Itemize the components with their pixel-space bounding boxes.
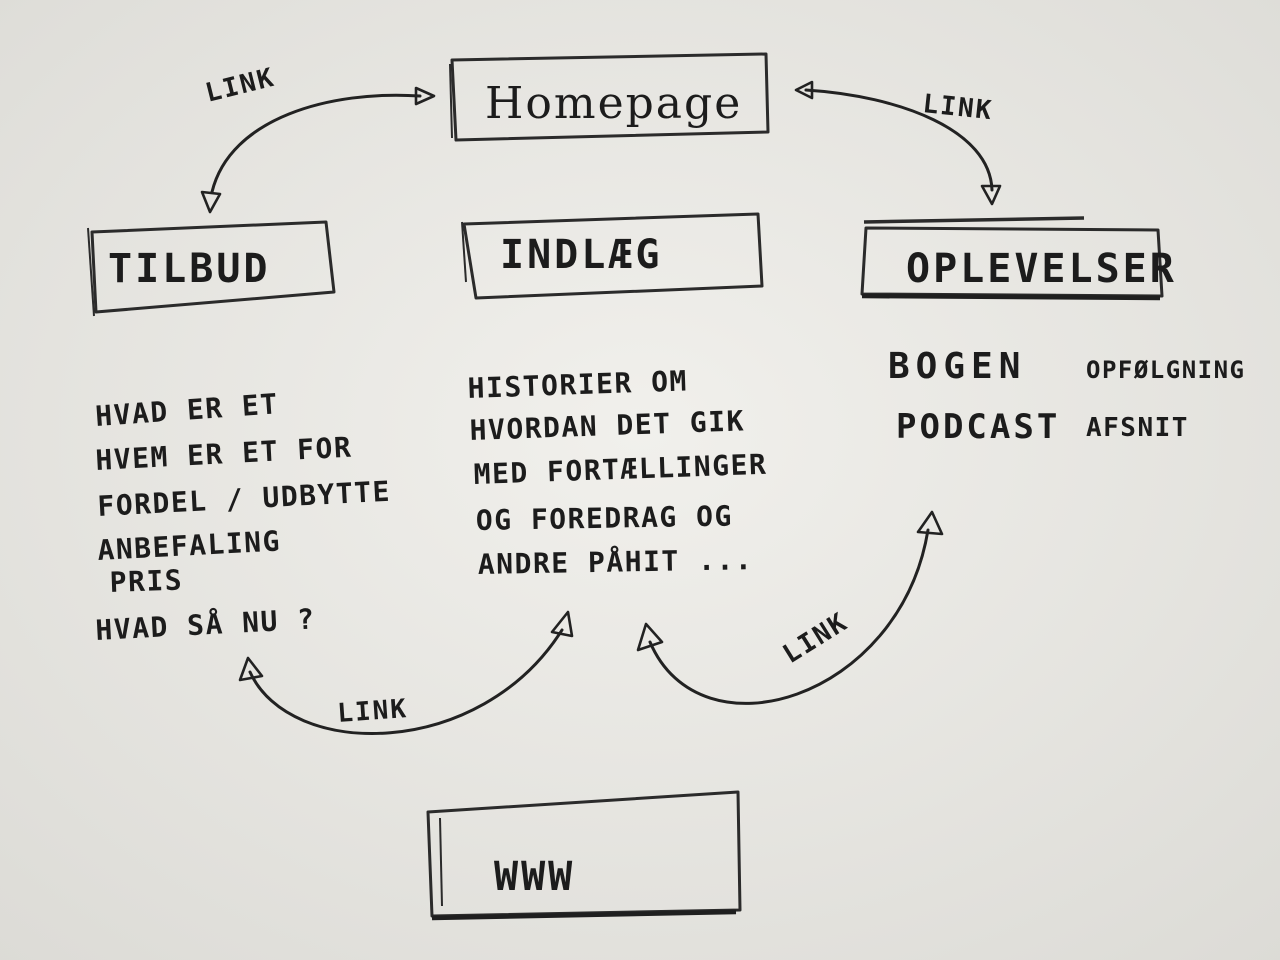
www-node: WWW: [426, 790, 742, 921]
indlaeg-note: ANDRE PÅHIT ...: [478, 542, 754, 581]
link-label-home-oplevelser: LINK: [921, 89, 994, 126]
oplevelser-notes: BOGEN OPFØLGNING PODCAST AFSNIT: [888, 346, 1246, 447]
link-label-tilbud-indlaeg: LINK: [336, 694, 409, 729]
link-arrow-home-oplevelser: LINK: [794, 80, 1002, 206]
indlaeg-label: INDLÆG: [500, 232, 663, 278]
indlaeg-notes: HISTORIER OM HVORDAN DET GIK MED FORTÆLL…: [467, 364, 768, 581]
oplevelser-note-podcast: PODCAST: [896, 407, 1060, 447]
oplevelser-label: OPLEVELSER: [906, 246, 1177, 292]
indlaeg-note: HISTORIER OM: [467, 364, 688, 405]
oplevelser-note-opfolgning: OPFØLGNING: [1086, 356, 1246, 384]
oplevelser-note-bogen: BOGEN: [888, 346, 1026, 387]
www-label: WWW: [494, 854, 575, 900]
tilbud-node: TILBUD: [87, 220, 336, 317]
oplevelser-node: OPLEVELSER: [860, 216, 1177, 301]
oplevelser-note-afsnit: AFSNIT: [1086, 413, 1189, 443]
homepage-label: Homepage: [485, 78, 742, 129]
indlaeg-note: OG FOREDRAG OG: [476, 500, 734, 537]
tilbud-label: TILBUD: [108, 246, 271, 292]
tilbud-note: PRIS: [109, 563, 184, 599]
homepage-node: Homepage: [449, 52, 770, 142]
indlaeg-node: INDLÆG: [461, 212, 764, 300]
link-arrow-tilbud-indlaeg: LINK: [238, 610, 574, 735]
